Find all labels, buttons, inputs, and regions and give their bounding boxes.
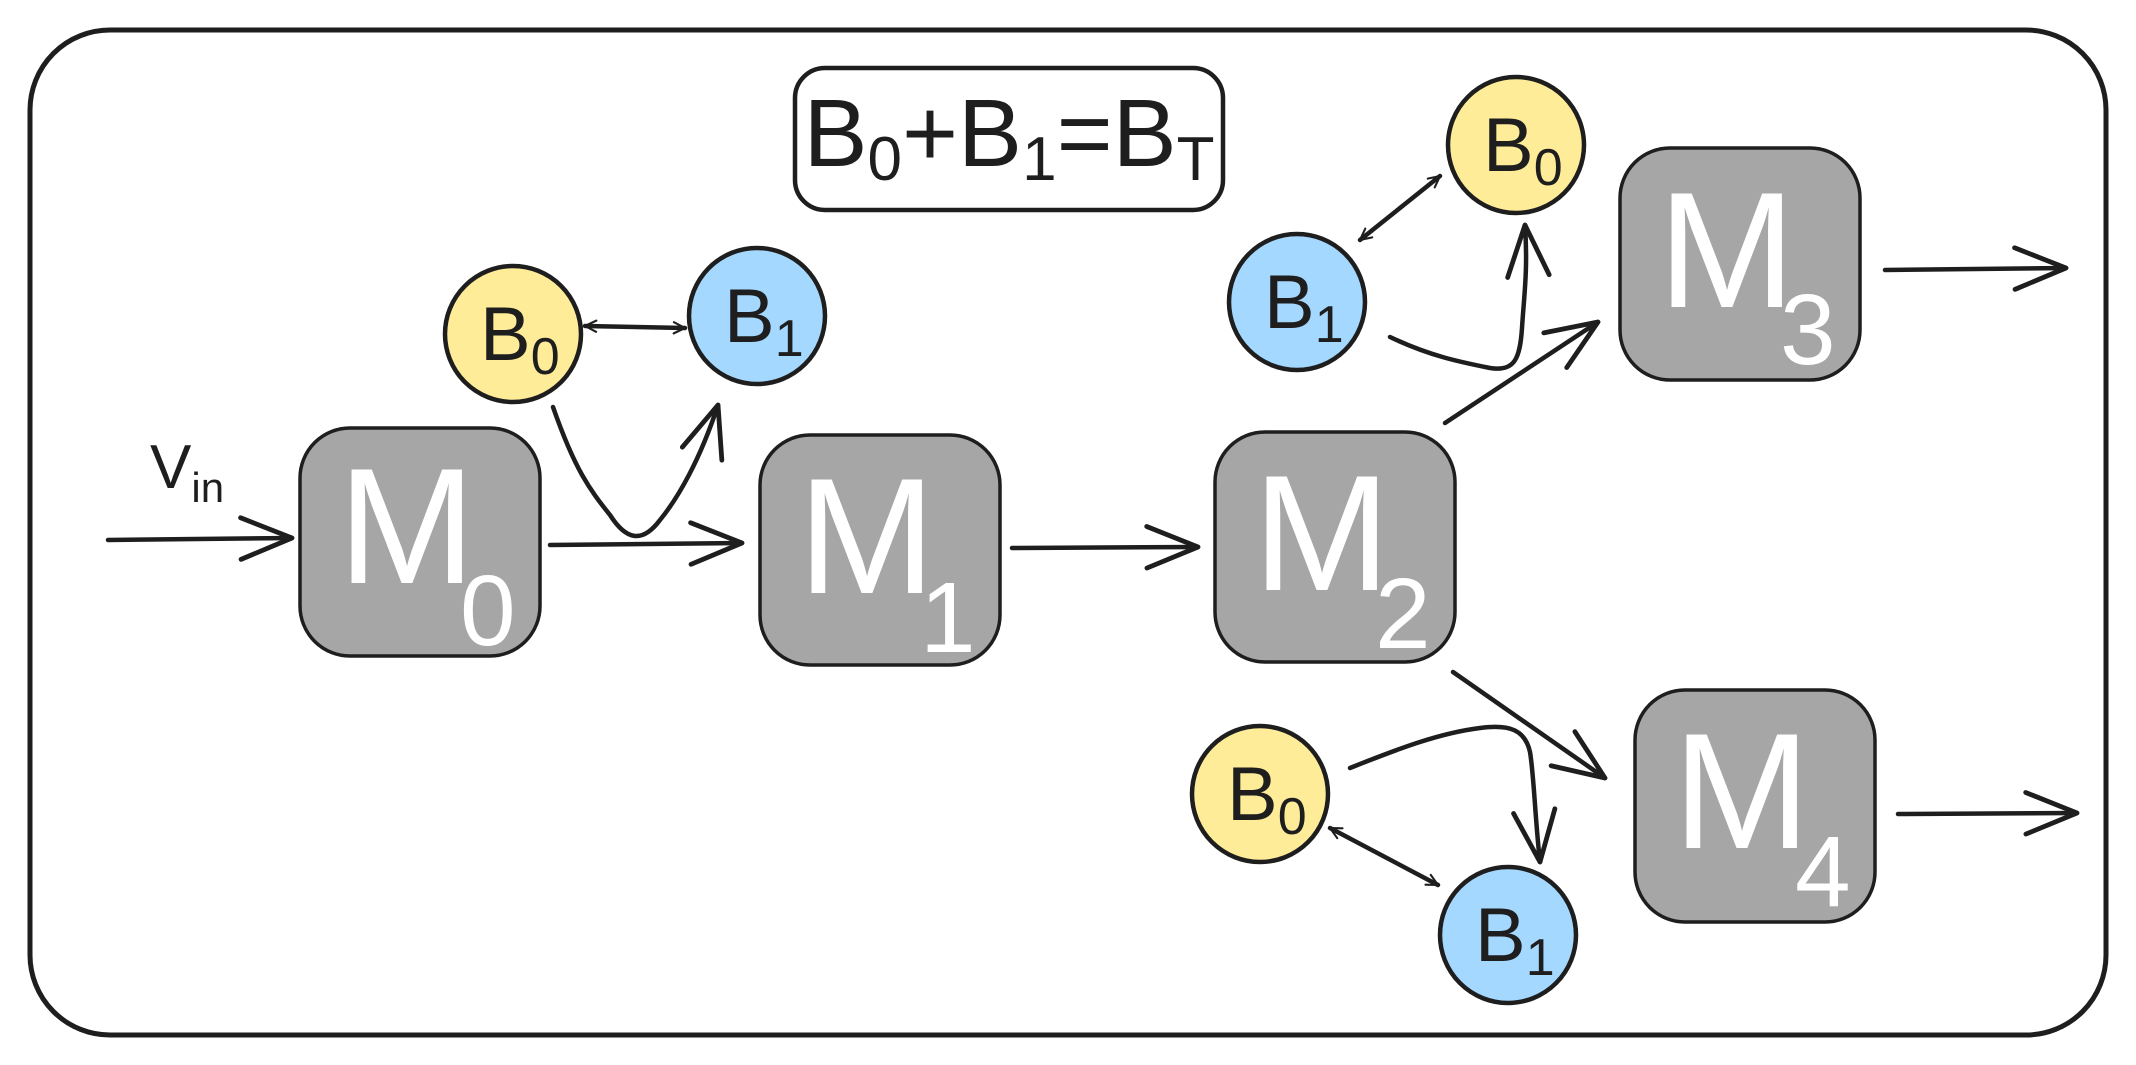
module-m2: M 2 [1213, 430, 1457, 670]
g1-buffer-transfer-arrow [550, 402, 725, 539]
g2-buffer-transfer-arrow [1387, 222, 1552, 371]
module-m3-subscript: 3 [1780, 274, 1836, 386]
g3-buffer-b1-label: B1 [1475, 893, 1555, 987]
m4-output-arrow [1895, 790, 2080, 837]
g1-buffer-exchange-arrow [582, 319, 688, 335]
g1-buffer-b1-label: B1 [724, 274, 804, 368]
module-m2-label: M [1253, 441, 1390, 625]
module-m1-subscript: 1 [920, 562, 976, 674]
module-m4-label: M [1673, 699, 1810, 883]
m1-to-m2-arrow [1009, 524, 1201, 571]
formula-box [792, 65, 1226, 213]
module-m1: M 1 [758, 433, 1002, 674]
g1-buffer-b1 [686, 245, 828, 387]
module-m1-label: M [798, 444, 935, 628]
module-m4: M 4 [1633, 688, 1877, 928]
m0-to-m1-arrow [547, 520, 745, 567]
m3-output-arrow [1882, 245, 2069, 292]
g3-buffer-b0-label: B0 [1227, 752, 1307, 846]
g1-buffer-b0-label: B0 [480, 292, 560, 386]
g3-buffer-b1 [1437, 864, 1579, 1006]
g3-buffer-b0 [1189, 723, 1331, 865]
g2-buffer-b0 [1445, 74, 1587, 216]
module-m1-box [758, 433, 1002, 667]
input-label: Vin [150, 433, 224, 511]
module-m0-label: M [338, 434, 475, 618]
buffer-total-formula: B0+B1=BT [792, 65, 1226, 213]
module-m3: M 3 [1618, 146, 1862, 386]
m2-to-m3-arrow [1442, 319, 1601, 426]
module-m4-subscript: 4 [1795, 816, 1851, 928]
module-m0-subscript: 0 [460, 555, 516, 667]
module-m0: M 0 [298, 426, 542, 667]
g2-buffer-b1-label: B1 [1264, 260, 1344, 354]
input-to-m0-arrow [105, 515, 295, 562]
module-m3-box [1618, 146, 1862, 382]
g2-buffer-b0-label: B0 [1483, 103, 1563, 197]
buffer-group-m0: B0 B1 [442, 245, 828, 539]
formula-text: B0+B1=BT [803, 80, 1214, 194]
g2-buffer-b1 [1226, 231, 1368, 373]
g2-buffer-exchange-arrow [1357, 173, 1443, 243]
m2-to-m4-arrow [1450, 669, 1608, 781]
module-m0-box [298, 426, 542, 658]
module-m2-box [1213, 430, 1457, 664]
module-m4-box [1633, 688, 1877, 924]
buffer-group-m4: B0 B1 [1189, 723, 1579, 1006]
g3-buffer-transfer-arrow [1347, 724, 1558, 865]
module-m2-subscript: 2 [1375, 558, 1431, 670]
diagram-frame [27, 27, 2109, 1038]
g1-buffer-b0 [442, 263, 584, 405]
module-m3-label: M [1658, 158, 1795, 342]
g3-buffer-exchange-arrow [1327, 825, 1441, 888]
buffer-group-m3: B1 B0 [1226, 74, 1587, 373]
